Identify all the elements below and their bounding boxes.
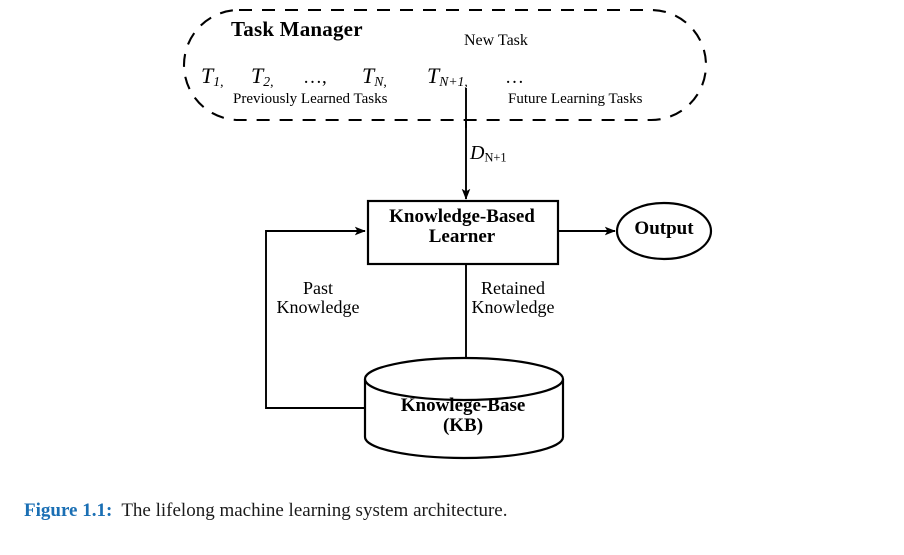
retained-knowledge-edge-label: Retained Knowledge [472, 279, 555, 317]
task-symbol-trail: , [270, 74, 274, 89]
knowledge-base-label-line2: (KB) [442, 414, 484, 436]
task-symbol-base: T [362, 63, 375, 88]
retained-knowledge-line1: Retained [481, 278, 545, 298]
past-knowledge-line1: Past [302, 278, 334, 298]
edge-kb-to-learner-feedback [265, 226, 366, 409]
knowledge-based-learner-box [366, 199, 560, 266]
task-symbol-subscript: N+1 [439, 74, 465, 89]
task-symbol-trail: , [464, 74, 468, 89]
task-symbol-base: T [427, 63, 440, 88]
knowledge-based-learner-label: Knowledge-Based Learner [389, 207, 535, 247]
knowledge-base-label: Knowlege-Base (KB) [401, 396, 526, 436]
task-symbol-subscript: 1 [213, 74, 221, 89]
past-knowledge-line2: Knowledge [276, 296, 360, 317]
task-symbol-trail: , [220, 74, 224, 89]
task-ellipsis-future: … [505, 67, 524, 88]
figure-caption-number: Figure 1.1: [24, 500, 113, 521]
task-symbol-t2: T2, [251, 64, 273, 89]
data-edge-label-base: D [470, 142, 485, 164]
new-task-label: New Task [464, 32, 528, 49]
knowledge-base-cylinder-body [363, 379, 565, 460]
past-knowledge-edge-label: Past Knowledge [277, 279, 360, 317]
task-ellipsis-previous: …, [303, 67, 327, 88]
learner-label-line2: Learner [428, 225, 496, 247]
task-symbol-t1: T1, [201, 64, 223, 89]
output-node [615, 201, 713, 261]
learner-label-line1: Knowledge-Based [389, 206, 535, 227]
data-edge-label-subscript: N+1 [484, 150, 507, 165]
figure-caption: Figure 1.1: The lifelong machine learning… [24, 500, 508, 522]
task-symbol-subscript: 2 [263, 74, 271, 89]
task-symbol-base: T [201, 63, 214, 88]
knowledge-base-cylinder-top [363, 356, 565, 402]
task-symbol-tn-plus-1: TN+1, [427, 64, 468, 89]
figure-caption-text: The lifelong machine learning system arc… [121, 500, 508, 521]
task-symbol-tn: TN, [362, 64, 387, 89]
task-symbol-subscript: N [374, 74, 384, 89]
previously-learned-tasks-label: Previously Learned Tasks [233, 91, 388, 107]
data-edge-label: DN+1 [470, 143, 507, 165]
task-manager-boundary [182, 8, 708, 122]
task-symbol-trail: , [383, 74, 387, 89]
future-learning-tasks-label: Future Learning Tasks [508, 91, 643, 107]
task-symbol-base: T [251, 63, 264, 88]
task-manager-title: Task Manager [231, 17, 363, 41]
retained-knowledge-line2: Knowledge [471, 296, 555, 317]
knowledge-base-label-line1: Knowlege-Base [400, 395, 526, 416]
output-node-label: Output [634, 218, 694, 239]
